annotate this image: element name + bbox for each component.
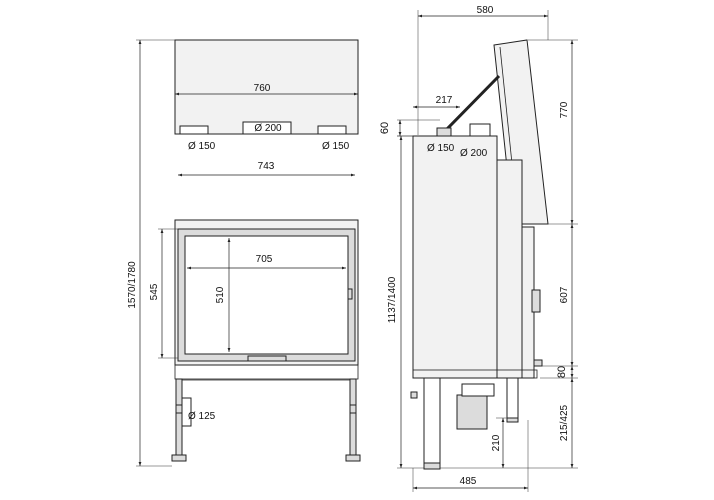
dim-top-gap: 60 [379,122,391,134]
front-leg-bracket [349,404,357,414]
dim-inner-width: 743 [258,161,275,172]
dim-base-depth: 485 [460,476,477,487]
front-door-latch [347,288,353,300]
side-front-leg [423,377,441,464]
dim-body-height: 1137/1400 [387,276,398,323]
dim-total-depth: 580 [477,5,494,16]
dim-total-height: 1570/1780 [127,261,138,309]
side-base-plate [412,369,538,379]
front-flue-collar-right [317,125,347,135]
dim-flue-center: Ø 200 [254,123,282,134]
front-left-foot [171,454,187,462]
side-hood-arm [444,74,501,132]
side-leg-clip [410,391,418,399]
front-base-frame [174,364,359,380]
front-right-leg [349,378,357,458]
front-glass [184,235,349,355]
dim-hood-offset: 217 [436,95,453,106]
dim-flue-right: Ø 150 [322,141,350,152]
side-flue-outlet-front [436,127,452,137]
front-flue-collar-center [242,121,292,135]
front-leg-bracket [175,404,183,414]
dim-side-door-height: 607 [559,286,570,303]
front-hood [174,39,359,135]
dim-air-height: 210 [491,434,502,451]
dim-foot-gap: 80 [556,366,568,378]
dim-leg-height: 215/425 [559,404,570,441]
dim-flue-left: Ø 150 [188,141,216,152]
dim-air-inlet: Ø 125 [188,411,216,422]
dim-door-height: 545 [149,283,160,300]
dim-glass-width: 705 [256,254,273,265]
side-body [412,135,498,379]
side-air-box [456,394,488,430]
side-front-foot [423,462,441,470]
dim-side-flue-front: Ø 150 [427,143,455,154]
front-right-foot [345,454,361,462]
dim-side-flue-rear: Ø 200 [460,148,488,159]
side-air-duct [461,383,495,397]
side-view: 580 217 60 Ø 150 Ø 200 1137/1400 770 607… [379,5,578,492]
front-door-handle [247,355,287,362]
dim-hood-height: 770 [559,101,570,118]
front-left-leg [175,378,183,458]
side-door-handle [531,289,541,313]
side-rear-leg [506,377,519,419]
side-flue-outlet-rear [469,123,491,137]
front-flue-collar-left [179,125,209,135]
front-view: 760 Ø 200 Ø 150 Ø 150 743 705 510 545 15… [127,39,361,467]
side-rear-panel [496,159,523,379]
dim-glass-height: 510 [215,286,226,303]
side-rear-foot [506,417,519,423]
side-door-hinge [533,359,543,367]
dim-outer-width: 760 [254,83,271,94]
